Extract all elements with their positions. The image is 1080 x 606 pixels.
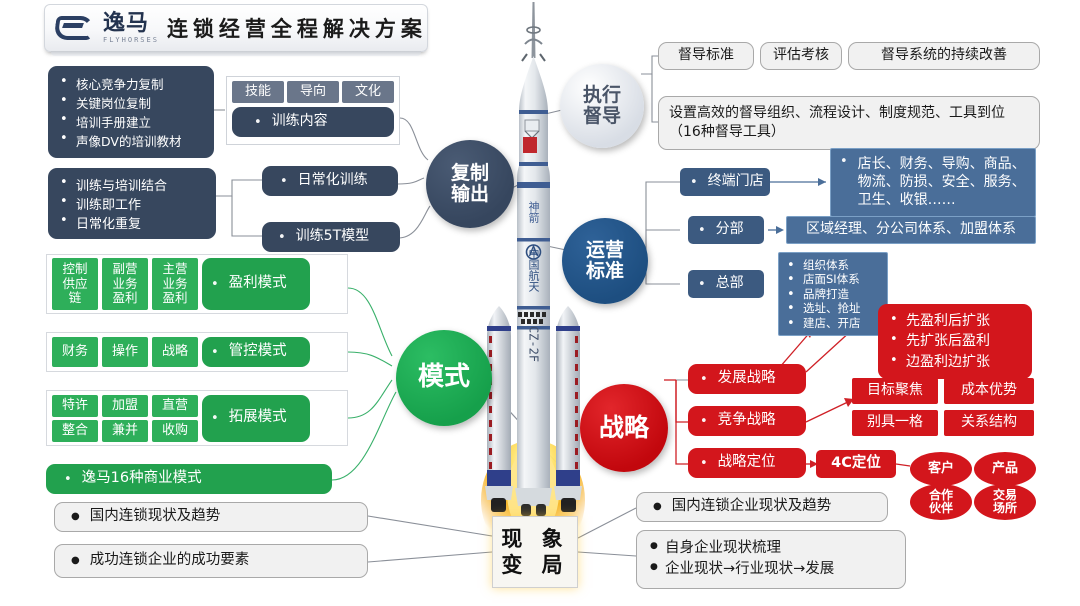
ops-store-detail: 店长、财务、导购、商品、物流、防损、安全、服务、卫生、收银…… bbox=[830, 148, 1036, 217]
four-c-customer: 客户 bbox=[910, 452, 972, 486]
hub-phenomenon-change: 现 象 变 局 bbox=[492, 516, 578, 588]
profit-tag-primary: 主营 业务 盈利 bbox=[152, 258, 198, 310]
ops-branch-detail: 区域经理、分公司体系、加盟体系 bbox=[786, 216, 1036, 244]
four-c-partner: 合作 伙伴 bbox=[910, 484, 972, 520]
ops-hq-list: 组织体系 店面SI体系 品牌打造 选址、抢址 建店、开店 bbox=[785, 258, 881, 332]
ops-row-branch: 分部 bbox=[688, 216, 764, 244]
ops-row-hq: 总部 bbox=[688, 270, 764, 298]
strategy-positioning: 战略定位 bbox=[688, 448, 806, 478]
hub-operation-line2: 标准 bbox=[585, 260, 624, 282]
core-competency-list: 核心竞争力复制 关键岗位复制 培训手册建立 声像DV的培训教材 bbox=[58, 74, 204, 150]
brand-subtitle: FLYHORSES bbox=[103, 35, 159, 44]
expansion-strategy-note: 先盈利后扩张 先扩张后盈利 边盈利边扩张 bbox=[878, 304, 1032, 379]
growth-tag-direct: 直营 bbox=[152, 394, 198, 417]
brand-header: 逸马 FLYHORSES 连锁经营全程解决方案 bbox=[44, 4, 428, 56]
training-tag-culture: 文化 bbox=[342, 81, 394, 103]
growth-tag-integration: 整合 bbox=[52, 419, 98, 442]
hub-operation-standard: 运营 标准 bbox=[562, 218, 648, 304]
training-content-node: 训练内容 bbox=[232, 107, 394, 137]
control-tag-operation: 操作 bbox=[102, 337, 148, 367]
profit-tag-supply-chain: 控制 供应 链 bbox=[52, 258, 98, 310]
phenomenon-right-item-1: 国内连锁企业现状及趋势 bbox=[636, 492, 888, 522]
growth-tag-franchise: 特许 bbox=[52, 394, 98, 417]
hub-phenomenon-line1: 现 象 bbox=[501, 526, 569, 551]
hub-mode: 模式 bbox=[396, 330, 492, 426]
svg-text:中国航天: 中国航天 bbox=[527, 248, 540, 293]
training-practice-box: 训练与培训结合 训练即工作 日常化重复 bbox=[48, 168, 216, 239]
phenomenon-left-item-1: 国内连锁现状及趋势 bbox=[54, 502, 368, 532]
hub-execution-line2: 督导 bbox=[582, 105, 621, 127]
expansion-strategy-list: 先盈利后扩张 先扩张后盈利 边盈利边扩张 bbox=[888, 311, 1022, 372]
training-practice-list: 训练与培训结合 训练即工作 日常化重复 bbox=[58, 175, 206, 232]
supervision-detail-box: 设置高效的督导组织、流程设计、制度规范、工具到位（16种督导工具） bbox=[658, 96, 1040, 150]
profit-mode-group: 控制 供应 链 副营 业务 盈利 主营 业务 盈利 盈利模式 bbox=[46, 254, 348, 314]
svg-text:神箭: 神箭 bbox=[527, 200, 540, 224]
hub-replication-line1: 复制 bbox=[450, 161, 489, 184]
competitive-differentiation: 别具一格 bbox=[852, 410, 938, 436]
phenomenon-right-box: 自身企业现状梳理 企业现状→行业现状→发展 bbox=[636, 530, 906, 590]
control-mode-group: 财务 操作 战略 管控模式 bbox=[46, 332, 348, 372]
daily-training-node: 日常化训练 bbox=[262, 166, 398, 196]
four-c-positioning: 4C定位 bbox=[816, 450, 896, 478]
supervision-standard-box: 督导标准 bbox=[658, 42, 754, 70]
four-c-venue: 交易 场所 bbox=[974, 484, 1036, 520]
hub-replication-line2: 输出 bbox=[450, 183, 489, 205]
hub-execution-line1: 执行 bbox=[582, 83, 621, 106]
training-tag-skill: 技能 bbox=[232, 81, 284, 103]
control-tag-strategy: 战略 bbox=[152, 337, 198, 367]
hub-operation-line1: 运营 bbox=[585, 238, 624, 261]
control-tag-finance: 财务 bbox=[52, 337, 98, 367]
hub-replication-output: 复制 输出 bbox=[426, 140, 514, 228]
growth-mode-group: 特许 整合 加盟 兼并 直营 收购 拓展模式 bbox=[46, 390, 348, 446]
training-tag-orientation: 导向 bbox=[287, 81, 339, 103]
ops-row-store: 终端门店 bbox=[680, 168, 770, 196]
four-c-product: 产品 bbox=[974, 452, 1036, 486]
supervision-improvement-box: 督导系统的持续改善 bbox=[848, 42, 1040, 70]
ops-hq-detail: 组织体系 店面SI体系 品牌打造 选址、抢址 建店、开店 bbox=[778, 252, 888, 336]
phenomenon-right-list: 自身企业现状梳理 企业现状→行业现状→发展 bbox=[647, 538, 895, 580]
training-content-group: 技能 导向 文化 训练内容 bbox=[226, 76, 400, 145]
growth-mode-label: 拓展模式 bbox=[202, 394, 310, 442]
supervision-assessment-box: 评估考核 bbox=[760, 42, 842, 70]
brand-name: 逸马 bbox=[103, 10, 150, 36]
competitive-cost-advantage: 成本优势 bbox=[944, 378, 1034, 404]
hub-execution-supervision: 执行 督导 bbox=[560, 64, 644, 148]
growth-tag-acquisition: 收购 bbox=[152, 419, 198, 442]
training-5t-model-node: 训练5T模型 bbox=[262, 222, 400, 252]
sixteen-business-modes: 逸马16种商业模式 bbox=[46, 464, 332, 494]
hub-phenomenon-line2: 变 局 bbox=[501, 553, 569, 577]
hub-strategy: 战略 bbox=[580, 384, 668, 472]
strategy-development: 发展战略 bbox=[688, 364, 806, 394]
competitive-target-focus: 目标聚焦 bbox=[852, 378, 938, 404]
profit-tag-secondary: 副营 业务 盈利 bbox=[102, 258, 148, 310]
competitive-relationship: 关系结构 bbox=[944, 410, 1034, 436]
phenomenon-left-item-2: 成功连锁企业的成功要素 bbox=[54, 544, 368, 578]
growth-tag-merger: 兼并 bbox=[102, 419, 148, 442]
profit-mode-label: 盈利模式 bbox=[202, 258, 310, 310]
strategy-competition: 竞争战略 bbox=[688, 406, 806, 436]
svg-text:CZ-2F: CZ-2F bbox=[527, 326, 541, 362]
core-competency-box: 核心竞争力复制 关键岗位复制 培训手册建立 声像DV的培训教材 bbox=[48, 66, 214, 158]
flyhorses-logo-icon bbox=[53, 13, 95, 43]
page-title: 连锁经营全程解决方案 bbox=[166, 17, 427, 41]
control-mode-label: 管控模式 bbox=[202, 337, 310, 367]
growth-tag-join: 加盟 bbox=[102, 394, 148, 417]
